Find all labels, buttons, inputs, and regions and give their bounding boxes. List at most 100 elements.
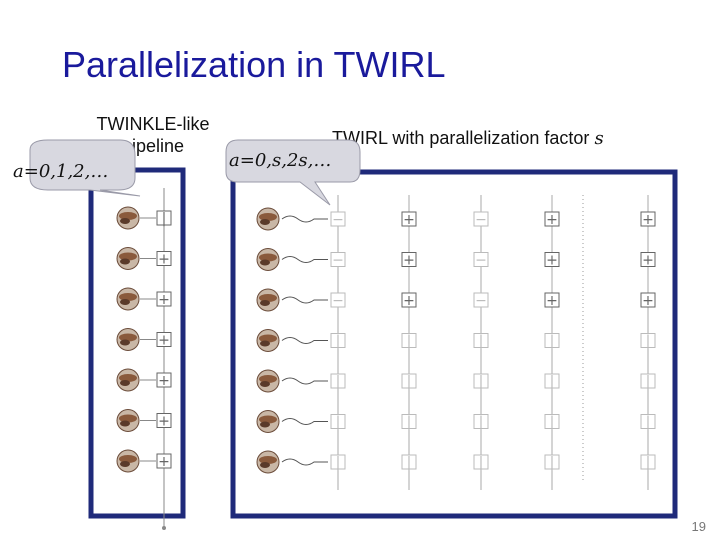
animal-card-icon — [256, 288, 280, 312]
adder-box: − — [473, 211, 489, 228]
right-caption-var: s — [594, 128, 604, 149]
adder-box: | — [544, 333, 560, 350]
left-bubble-text: a=0,1,2,… — [13, 161, 109, 182]
adder-box: | — [330, 333, 346, 350]
animal-card-icon — [256, 369, 280, 393]
adder-box: + — [544, 211, 560, 228]
animal-card-icon — [256, 450, 280, 474]
animal-card-icon — [116, 328, 140, 351]
adder-symbol: | — [479, 374, 484, 390]
animal-card-icon — [116, 449, 140, 473]
wave-connector — [281, 256, 328, 263]
animal-card-icon — [116, 206, 140, 230]
adder-symbol: + — [158, 333, 170, 349]
adder-symbol: − — [332, 212, 344, 228]
adder-box: | — [544, 454, 560, 471]
adder-box: + — [401, 211, 417, 228]
adder-box: − — [330, 252, 346, 269]
wave-connector — [281, 458, 328, 466]
adder-box: | — [401, 454, 417, 471]
adder-box: | — [473, 454, 489, 471]
adder-box: − — [473, 292, 489, 309]
adder-box: + — [156, 291, 172, 308]
adder-symbol: + — [158, 252, 170, 268]
adder-box: | — [640, 454, 656, 471]
adder-box: + — [156, 372, 172, 389]
adder-box: | — [640, 414, 656, 431]
adder-symbol: | — [407, 455, 412, 471]
adder-box: − — [330, 292, 346, 309]
animal-card-icon — [256, 410, 280, 433]
left-bus-end — [162, 526, 166, 530]
adder-symbol: + — [546, 212, 558, 228]
animal-card-icon — [256, 207, 280, 231]
right-caption: TWIRL with parallelization factor s — [332, 127, 604, 150]
adder-symbol: | — [407, 415, 412, 431]
adder-symbol: | — [407, 334, 412, 350]
adder-box: − — [330, 211, 346, 228]
adder-symbol: − — [475, 293, 487, 309]
adder-symbol: | — [646, 455, 651, 471]
adder-box: | — [401, 333, 417, 350]
adder-box: + — [156, 453, 172, 470]
left-bubble — [29, 139, 141, 197]
adder-box: | — [330, 373, 346, 390]
adder-box: | — [156, 210, 172, 227]
adder-symbol: | — [479, 455, 484, 471]
adder-symbol: − — [475, 253, 487, 269]
adder-box: | — [330, 414, 346, 431]
adder-symbol: | — [162, 211, 167, 227]
adder-symbol: + — [403, 253, 415, 269]
page-number: 19 — [691, 519, 706, 534]
wave-connector — [281, 377, 328, 385]
adder-symbol: | — [550, 334, 555, 350]
adder-box: + — [640, 292, 656, 309]
animal-card-icon — [116, 287, 140, 311]
adder-symbol: + — [403, 212, 415, 228]
adder-symbol: | — [646, 374, 651, 390]
animal-card-icon — [256, 329, 280, 352]
adder-symbol: | — [550, 374, 555, 390]
adder-box: − — [473, 252, 489, 269]
adder-symbol: + — [546, 293, 558, 309]
adder-symbol: | — [550, 455, 555, 471]
wave-connector — [281, 418, 328, 425]
adder-box: + — [544, 252, 560, 269]
adder-symbol: + — [642, 212, 654, 228]
wave-connector — [281, 337, 328, 344]
left-caption: TWINKLE-like pipeline — [96, 114, 210, 156]
right-bubble-text: a=0,s,2s,… — [229, 150, 332, 171]
adder-symbol: | — [646, 415, 651, 431]
adder-symbol: + — [158, 454, 170, 470]
adder-box: + — [156, 251, 172, 268]
adder-box: | — [401, 373, 417, 390]
adder-symbol: | — [407, 374, 412, 390]
adder-symbol: | — [646, 334, 651, 350]
adder-box: | — [473, 333, 489, 350]
adder-box: | — [473, 373, 489, 390]
adder-symbol: | — [336, 334, 341, 350]
adder-symbol: − — [332, 293, 344, 309]
adder-symbol: − — [475, 212, 487, 228]
adder-symbol: + — [403, 293, 415, 309]
adder-symbol: + — [158, 414, 170, 430]
adder-symbol: | — [336, 415, 341, 431]
adder-box: + — [640, 211, 656, 228]
adder-box: + — [156, 413, 172, 430]
adder-symbol: | — [336, 455, 341, 471]
adder-symbol: + — [546, 253, 558, 269]
right-bubble — [225, 139, 361, 206]
animal-card-icon — [116, 368, 140, 392]
adder-box: | — [401, 414, 417, 431]
adder-symbol: | — [336, 374, 341, 390]
adder-symbol: | — [479, 334, 484, 350]
adder-box: + — [640, 252, 656, 269]
adder-box: | — [544, 414, 560, 431]
adder-box: | — [640, 333, 656, 350]
adder-box: | — [330, 454, 346, 471]
adder-box: + — [401, 252, 417, 269]
animal-card-icon — [116, 247, 140, 270]
wave-connector — [281, 215, 328, 223]
adder-box: + — [156, 332, 172, 349]
